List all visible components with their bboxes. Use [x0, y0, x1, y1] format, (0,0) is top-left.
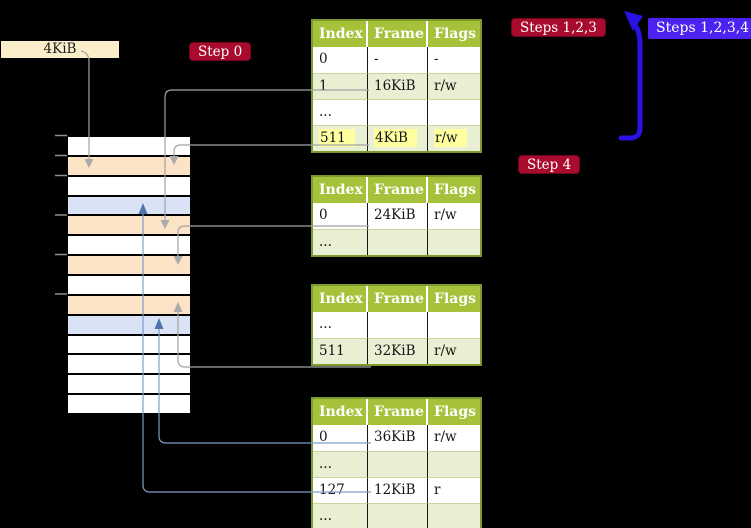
- step4-badge: Step 4: [518, 155, 581, 174]
- table-cell: [368, 229, 428, 255]
- table-cell: ...: [313, 451, 368, 477]
- memory-frame-row-3: [68, 196, 190, 215]
- table-row: ...: [313, 451, 480, 477]
- column-header: Flags: [428, 286, 480, 312]
- memory-frame-row-4: [68, 216, 190, 235]
- column-header: Frame: [368, 177, 428, 203]
- table-cell: 16KiB: [368, 73, 428, 99]
- table-row: ...: [313, 312, 480, 338]
- table-cell: r/w: [434, 429, 457, 445]
- arrowhead-up-left-icon: [624, 11, 643, 31]
- table-cell: 0: [313, 425, 368, 451]
- memory-frame-row-8: [68, 295, 190, 314]
- table-cell: [368, 451, 428, 477]
- table-cell: ...: [313, 503, 368, 528]
- big-arrow-shaft: [618, 20, 643, 141]
- step0-badge: Step 0: [189, 42, 252, 61]
- column-header: Index: [313, 21, 368, 47]
- table-cell: r/w: [428, 338, 480, 364]
- table-cell: [368, 312, 428, 338]
- table-cell: r/w: [428, 125, 480, 151]
- table-cell: ...: [313, 312, 368, 338]
- memory-frame-row-10: [68, 335, 190, 354]
- table-cell: 1: [313, 73, 368, 99]
- table-cell: 0: [313, 47, 368, 73]
- memory-frame-row-7: [68, 276, 190, 294]
- table-cell: [368, 99, 428, 125]
- table-cell: 12KiB: [368, 477, 428, 503]
- memory-frame-row-0: [68, 137, 190, 155]
- table-cell: [428, 229, 480, 255]
- table-cell: [428, 503, 480, 528]
- column-header: Frame: [368, 21, 428, 47]
- highlighted-value: 511: [319, 129, 355, 147]
- table-cell: 0: [313, 203, 368, 229]
- table-cell: [428, 451, 480, 477]
- column-header: Frame: [368, 399, 428, 425]
- steps-1234-badge: Steps 1,2,3,4: [648, 18, 751, 39]
- table-row: 511 4KiB r/w: [313, 125, 480, 151]
- column-header: Index: [313, 286, 368, 312]
- table-row: 0--: [313, 47, 480, 73]
- memory-frame-row-1: [68, 156, 190, 175]
- column-header: Index: [313, 399, 368, 425]
- table-cell: 511: [313, 338, 368, 364]
- table-cell: ...: [313, 99, 368, 125]
- table-cell: [368, 503, 428, 528]
- big-blue-arrow-icon: [618, 11, 643, 141]
- table-cell: 36KiB: [368, 425, 428, 451]
- memory-frame-row-9: [68, 315, 190, 334]
- table-cell: r/w: [428, 73, 480, 99]
- column-header: Flags: [428, 399, 480, 425]
- memory-frame-row-11: [68, 355, 190, 374]
- table-cell: 24KiB: [368, 203, 428, 229]
- table-cell: 4KiB: [368, 125, 428, 151]
- table-cell: 127: [313, 477, 368, 503]
- highlighted-value: r/w: [434, 129, 467, 147]
- highlighted-value: 4KiB: [374, 129, 417, 147]
- column-header: Index: [313, 177, 368, 203]
- table-cell: r: [428, 477, 480, 503]
- table-row: ...: [313, 99, 480, 125]
- table-cell: 32KiB: [368, 338, 428, 364]
- table-row: ...: [313, 503, 480, 528]
- column-header: Frame: [368, 286, 428, 312]
- table-cell: 511: [313, 125, 368, 151]
- table-cell: [428, 99, 480, 125]
- table-cell: [428, 312, 480, 338]
- physical-memory-column: [68, 137, 190, 414]
- column-header: Flags: [428, 177, 480, 203]
- memory-frame-row-13: [68, 395, 190, 414]
- table-row: ...: [313, 229, 480, 255]
- table-cell: r/w: [434, 207, 457, 223]
- memory-frame-row-2: [68, 176, 190, 195]
- memory-frame-row-12: [68, 375, 190, 394]
- steps-123-badge: Steps 1,2,3: [511, 18, 606, 37]
- table-cell: -: [368, 47, 428, 73]
- table-cell: -: [434, 51, 439, 67]
- memory-frame-row-6: [68, 256, 190, 275]
- page-size-label: 4KiB: [1, 41, 119, 58]
- table-cell: ...: [313, 229, 368, 255]
- memory-frame-row-5: [68, 236, 190, 255]
- memory-tick-marks: [55, 134, 67, 295]
- column-header: Flags: [428, 21, 480, 47]
